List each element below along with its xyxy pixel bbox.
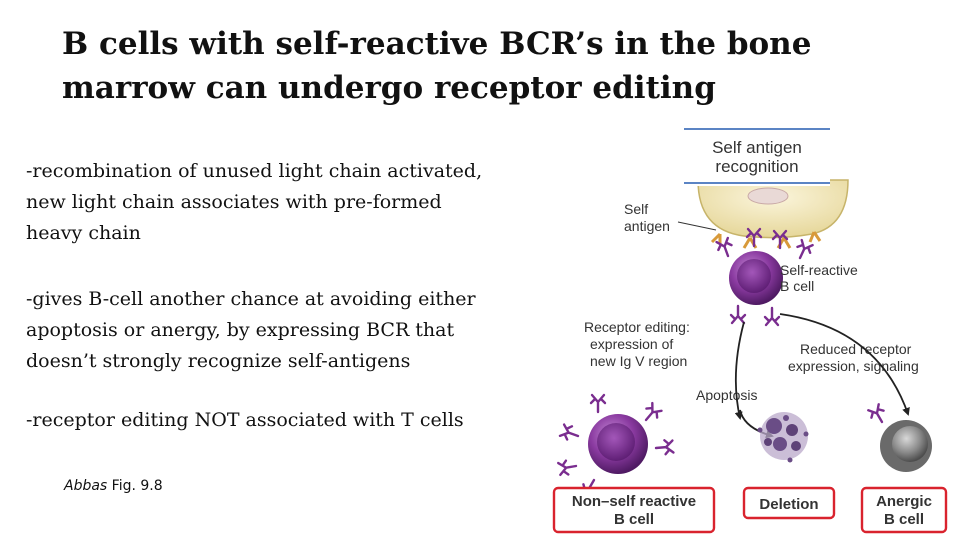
self-reactive-label-2: B cell — [780, 278, 814, 294]
citation-author: Abbas — [64, 478, 108, 494]
citation-figure: Fig. 9.8 — [107, 478, 163, 494]
receptor-editing-label-3: new Ig V region — [590, 353, 687, 369]
apoptotic-cell — [757, 412, 809, 463]
reduced-label-2: expression, signaling — [788, 358, 919, 374]
receptor-editing-label-1: Receptor editing: — [584, 319, 690, 335]
figure-citation: Abbas Fig. 9.8 — [64, 478, 163, 494]
stromal-cell — [697, 179, 849, 239]
outcome-box-anergic: Anergic B cell — [860, 486, 948, 534]
reduced-label-1: Reduced receptor — [800, 341, 912, 357]
bullet-line: -recombination of unused light chain act… — [26, 160, 483, 182]
self-antigen-label-2: antigen — [624, 218, 670, 234]
self-reactive-b-cell — [714, 227, 815, 327]
bullet-second-chance: -gives B-cell another chance at avoiding… — [26, 284, 476, 377]
outcome-label: Non–self reactive — [572, 493, 696, 510]
outcome-label: Deletion — [759, 496, 818, 513]
slide-title: B cells with self-reactive BCR’s in the … — [62, 22, 862, 110]
outcome-label: Anergic — [876, 493, 932, 510]
non-self-reactive-b-cell — [556, 393, 675, 500]
title-line-1: B cells with self-reactive BCR’s in the … — [62, 26, 812, 62]
title-line-2: marrow can undergo receptor editing — [62, 70, 716, 106]
bullet-line: doesn’t strongly recognize self-antigens — [26, 350, 411, 372]
bullet-line: new light chain associates with pre-form… — [26, 191, 442, 213]
bullet-line: heavy chain — [26, 222, 141, 244]
pathway-arrows — [734, 313, 910, 439]
outcome-label: B cell — [614, 511, 654, 528]
outcome-box-non-self-reactive: Non–self reactive B cell — [552, 486, 716, 534]
bullet-t-cells: -receptor editing NOT associated with T … — [26, 405, 464, 436]
header-line-2: recognition — [715, 157, 798, 176]
bullet-line: apoptosis or anergy, by expressing BCR t… — [26, 319, 455, 341]
receptor-editing-figure: Self antigen recognition Self antigen Se… — [552, 128, 948, 534]
bullet-recombination: -recombination of unused light chain act… — [26, 156, 482, 249]
bullet-line: -gives B-cell another chance at avoiding… — [26, 288, 476, 310]
receptor-editing-label-2: expression of — [590, 336, 673, 352]
outcome-box-deletion: Deletion — [742, 486, 836, 520]
self-reactive-label-1: Self-reactive — [780, 262, 858, 278]
header-line-1: Self antigen — [712, 138, 802, 157]
apoptosis-label: Apoptosis — [696, 387, 757, 403]
self-antigen-label-1: Self — [624, 201, 648, 217]
figure-header: Self antigen recognition — [682, 128, 830, 186]
anergic-b-cell — [866, 402, 932, 472]
outcome-label: B cell — [884, 511, 924, 528]
bullet-line: -receptor editing NOT associated with T … — [26, 409, 464, 431]
